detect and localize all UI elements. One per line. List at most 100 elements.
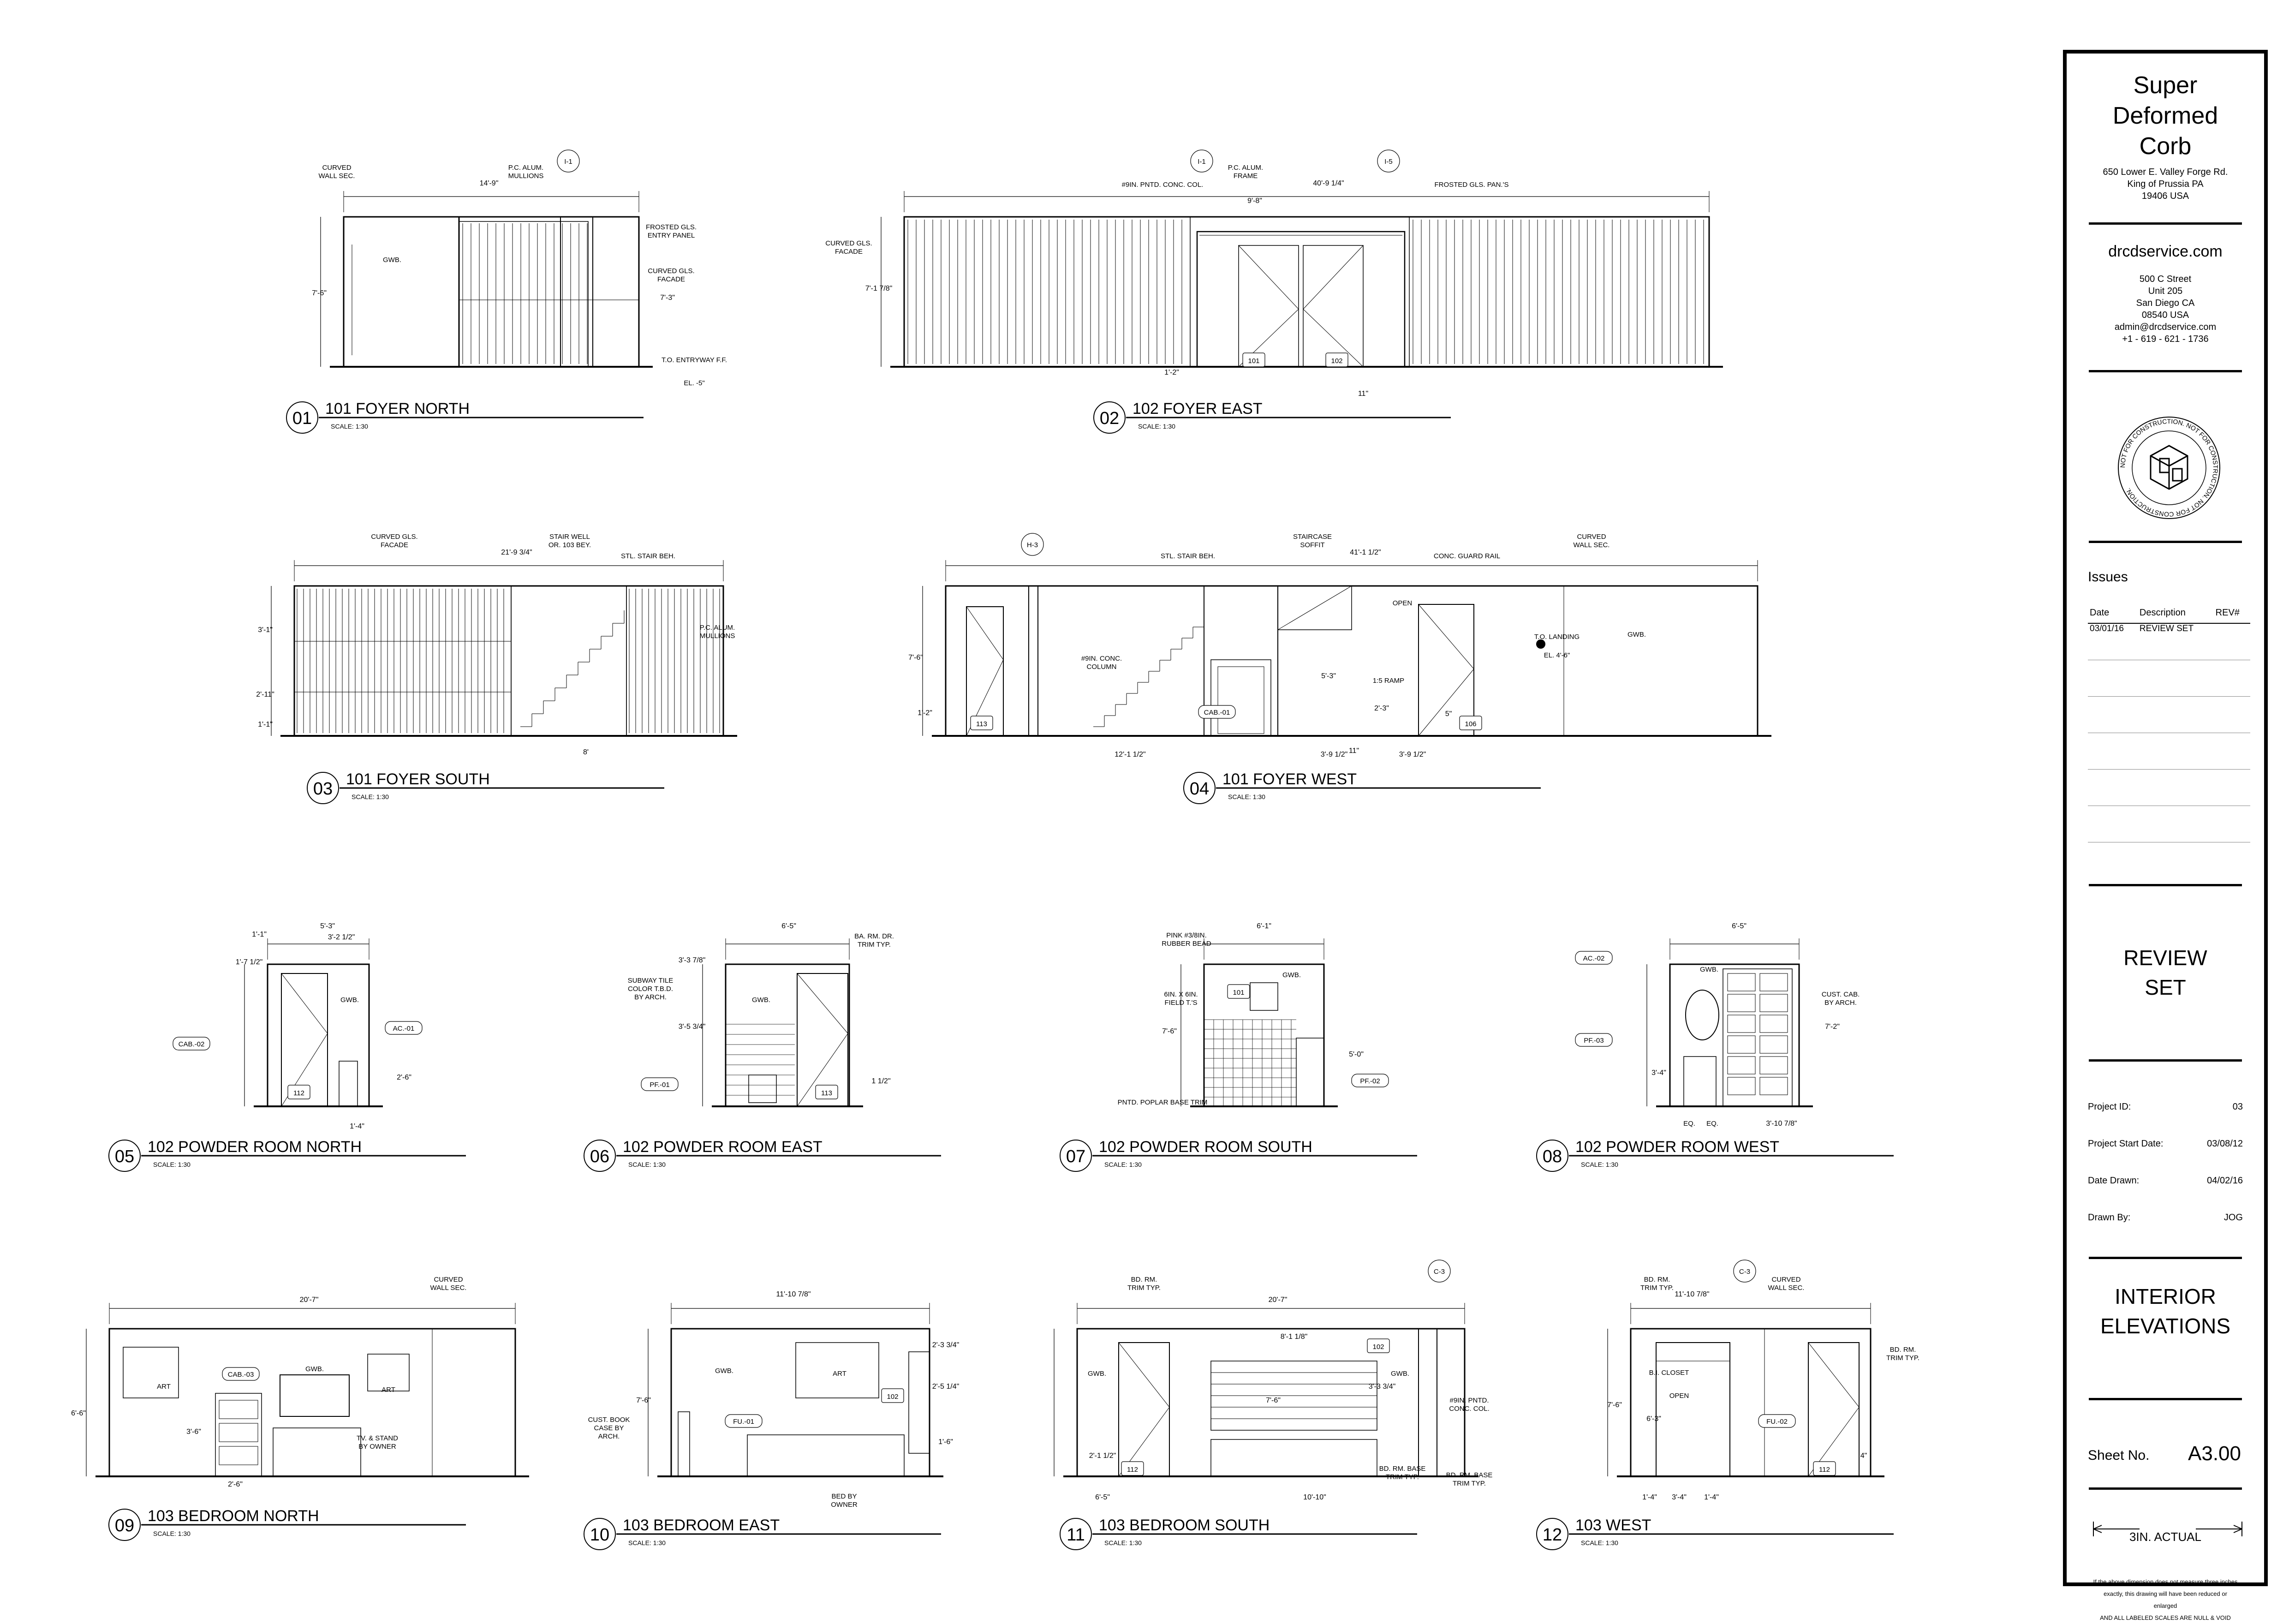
- dimension-label: 2'-6": [397, 1074, 411, 1081]
- dimension-label: 2'-5 1/4": [932, 1383, 960, 1391]
- view-number: 05: [115, 1147, 134, 1166]
- sink-pedestal: [1296, 1038, 1324, 1107]
- address-line: 19406 USA: [2141, 191, 2189, 201]
- view-scale: SCALE: 1:30: [1138, 423, 1175, 430]
- annotation-note: TRIM TYP.: [1886, 1354, 1919, 1362]
- room-tag-box: [1459, 716, 1482, 730]
- issue-rev: [2213, 623, 2250, 660]
- issue-description: REVIEW SET: [2137, 623, 2214, 660]
- entry-panel: [560, 216, 593, 367]
- custom-cabinet: [1723, 968, 1793, 1107]
- dimension-label: 3'-3 7/8": [679, 956, 706, 964]
- issues-column-header: REV#: [2213, 603, 2250, 624]
- mirror-cabinet: [1250, 982, 1278, 1011]
- meta-value: 03: [2232, 1102, 2243, 1112]
- annotation-note: OR. 103 BEY.: [548, 541, 591, 549]
- not-for-construction-stamp: NOT FOR CONSTRUCTION. NOT FOR CONSTRUCTI…: [2118, 417, 2220, 519]
- annotation-note: STL. STAIR BEH.: [1161, 552, 1215, 560]
- elevation-view-08: GWB.CUST. CAB.BY ARCH.EQ.EQ.6'-5"3'-10 7…: [1536, 922, 1894, 1172]
- annotation-note: ARCH.: [598, 1433, 620, 1440]
- room-tag: 106: [1465, 720, 1476, 728]
- wall-outline: [343, 216, 640, 368]
- glass-facade-right: [1409, 216, 1710, 367]
- grid-tag: H-3: [1027, 541, 1038, 549]
- annotation-note: #9IN. PNTD. CONC. COL.: [1122, 181, 1204, 189]
- divider: [2089, 370, 2242, 372]
- disclaimer-line: exactly, this drawing will have been red…: [2104, 1590, 2227, 1609]
- dimension-label: 9'-8": [1247, 197, 1262, 205]
- dimension-label: 40'-9 1/4": [1313, 179, 1344, 187]
- annotation-note: P.C. ALUM.: [1228, 164, 1263, 172]
- annotation-note: CUST. BOOK: [588, 1416, 630, 1424]
- equipment-callout: FU.-02: [1766, 1418, 1788, 1426]
- wall-outline: [108, 1328, 516, 1477]
- contact-line: Unit 205: [2148, 286, 2183, 296]
- room-tag: 102: [1331, 357, 1342, 365]
- level-marker: [1536, 639, 1545, 649]
- grid-bubble: [1021, 533, 1044, 556]
- view-title: 103 BEDROOM EAST: [623, 1517, 780, 1534]
- issues-row-empty: [2088, 733, 2250, 770]
- view-number-bubble: [584, 1518, 616, 1550]
- issue-date: 03/01/16: [2088, 623, 2138, 660]
- annotation-note: GWB.: [1088, 1370, 1106, 1378]
- equipment-callout-box: [1575, 1033, 1613, 1047]
- equipment-callout-box: [725, 1414, 763, 1428]
- scale-disclaimer: If the above dimension does not measure …: [2092, 1576, 2239, 1624]
- meta-value: 03/08/12: [2207, 1139, 2243, 1149]
- door-swing: [1238, 245, 1299, 310]
- view-number: 10: [590, 1525, 609, 1545]
- room-tag-box: [815, 1085, 838, 1099]
- annotation-note: CUST. CAB.: [1822, 991, 1860, 998]
- cabinet-drawer: [1727, 973, 1756, 991]
- view-title: 102 POWDER ROOM WEST: [1575, 1138, 1779, 1156]
- wall-outline: [267, 963, 370, 1107]
- dimension-label: 3'-2 1/2": [328, 933, 355, 941]
- annotation-note: CONC. COL.: [1449, 1405, 1490, 1413]
- door-swing: [797, 1033, 848, 1107]
- contact-block: 500 C Street Unit 205 San Diego CA 08540…: [2067, 273, 2264, 345]
- annotation-note: BY ARCH.: [1824, 999, 1857, 1007]
- issues-row-empty: [2088, 660, 2250, 697]
- view-number: 09: [115, 1516, 134, 1535]
- ramp-door: [1210, 659, 1271, 736]
- door-opening: [797, 973, 848, 1107]
- view-number-bubble: [108, 1509, 141, 1541]
- divider: [2089, 1398, 2242, 1400]
- room-tag-box: [1121, 1461, 1144, 1476]
- view-scale: SCALE: 1:30: [1228, 793, 1265, 800]
- annotation-note: BED BY: [831, 1493, 857, 1500]
- dimension-label: 1'-4": [350, 1122, 364, 1130]
- meta-row: Project ID:03: [2088, 1102, 2243, 1112]
- door-opening: [966, 606, 1004, 736]
- dimension-label: 20'-7": [1269, 1296, 1288, 1304]
- television: [280, 1374, 350, 1417]
- annotation-note: PINK #3/8IN.: [1166, 931, 1207, 939]
- view-title: 103 WEST: [1575, 1517, 1651, 1534]
- room-tag-box: [287, 1085, 310, 1099]
- annotation-note: ENTRY PANEL: [648, 232, 695, 239]
- firm-name-line: Super: [2133, 72, 2198, 99]
- divider: [2089, 1059, 2242, 1062]
- contact-line: San Diego CA: [2136, 298, 2195, 308]
- bed: [747, 1434, 905, 1477]
- dimension-label: 14'-9": [480, 179, 499, 187]
- door-leaf: [1303, 245, 1364, 367]
- annotation-note: GWB.: [1282, 971, 1301, 979]
- equipment-callout: CAB.-01: [1204, 709, 1230, 716]
- room-tag: 101: [1233, 989, 1244, 997]
- meta-label: Project Start Date:: [2088, 1139, 2164, 1149]
- website-link[interactable]: drcdservice.com: [2108, 243, 2223, 260]
- view-number-bubble: [1536, 1140, 1568, 1172]
- equipment-callout: PF.-02: [1360, 1077, 1380, 1085]
- annotation-note: GWB.: [1627, 631, 1646, 639]
- annotation-note: CURVED GLS.: [371, 533, 417, 541]
- equipment-callout: AC.-01: [393, 1025, 415, 1033]
- contact-line[interactable]: admin@drcdservice.com: [2114, 322, 2217, 332]
- view-number-bubble: [1536, 1518, 1568, 1550]
- door-frame: [1196, 231, 1406, 368]
- view-scale: SCALE: 1:30: [153, 1161, 191, 1168]
- view-scale: SCALE: 1:30: [1104, 1539, 1142, 1546]
- dimension-label: 5'-0": [1349, 1051, 1364, 1058]
- equipment-callout-box: [1575, 951, 1613, 965]
